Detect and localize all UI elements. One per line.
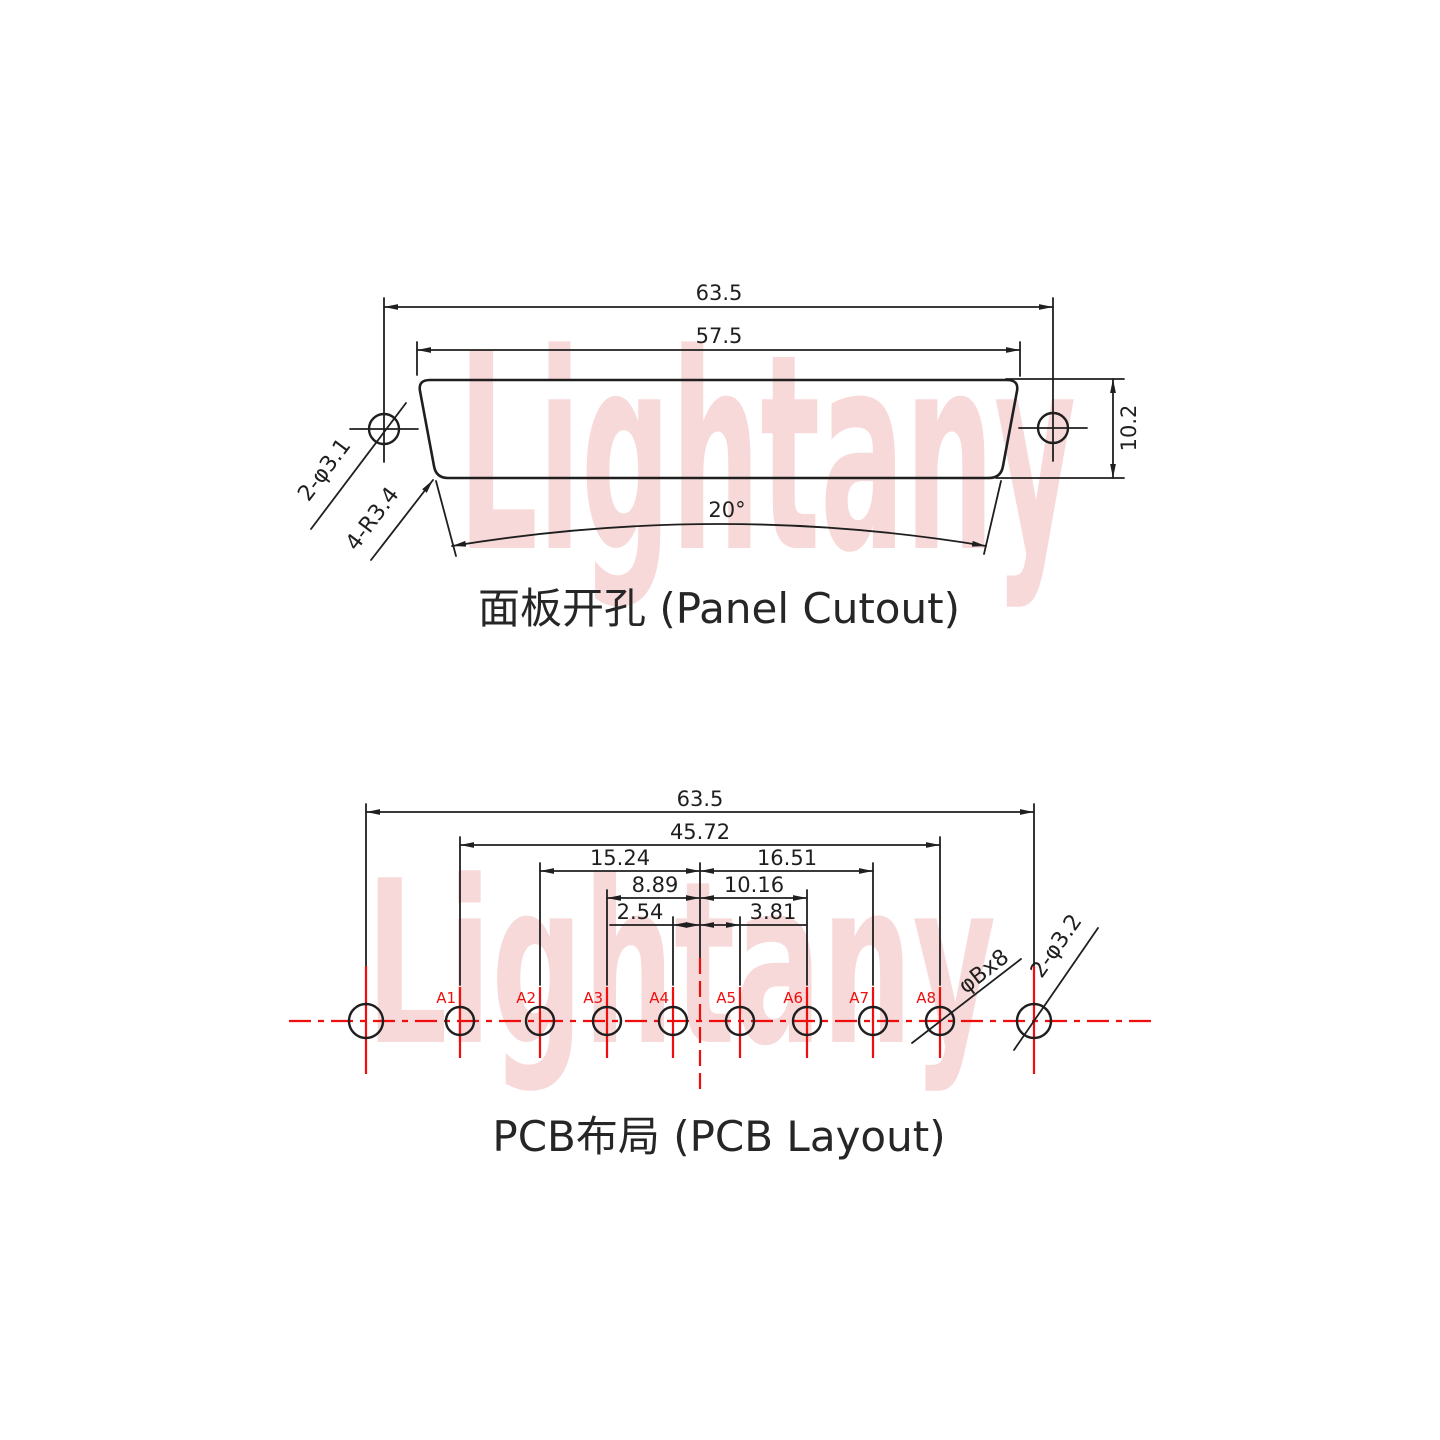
watermark-top: Lightany bbox=[458, 297, 1076, 613]
pin-labels: A1 A2 A3 A4 A5 A6 A7 A8 bbox=[436, 989, 936, 1007]
pin-label-a3: A3 bbox=[583, 989, 603, 1007]
angle-arc bbox=[451, 523, 987, 547]
dim-text-63-5: 63.5 bbox=[696, 281, 743, 305]
watermark-bottom: Lightany bbox=[366, 833, 996, 1096]
screw-hole-left bbox=[349, 412, 419, 446]
dim-slot-width: 57.5 bbox=[416, 324, 1021, 377]
slot-outline bbox=[418, 378, 1019, 480]
dim-text-20deg: 20° bbox=[708, 498, 745, 522]
panel-cutout-title: 面板开孔 (Panel Cutout) bbox=[478, 584, 960, 633]
pin-hole-a4 bbox=[657, 1005, 689, 1037]
label-text-4-r3-4: 4-R3.4 bbox=[341, 483, 404, 556]
pin-label-a1: A1 bbox=[436, 989, 456, 1007]
pin-hole-a8 bbox=[924, 1005, 956, 1037]
pin-label-a4: A4 bbox=[649, 989, 669, 1007]
screw-hole-right bbox=[1018, 411, 1088, 445]
dim-pin-span: 45.72 bbox=[459, 820, 941, 986]
mount-hole-left bbox=[347, 1002, 385, 1040]
pin-label-a6: A6 bbox=[783, 989, 803, 1007]
pin-label-a8: A8 bbox=[916, 989, 936, 1007]
dim-row-3: 8.89 10.16 bbox=[606, 873, 808, 986]
label-text-2-phi3-2: 2-φ3.2 bbox=[1026, 910, 1087, 983]
leader-line bbox=[370, 479, 434, 561]
label-mount-holes: 2-φ3.2 bbox=[1013, 910, 1099, 1051]
dim-text-15-24: 15.24 bbox=[590, 846, 650, 870]
angle-extension-left bbox=[435, 480, 457, 557]
dim-text-8-89: 8.89 bbox=[632, 873, 679, 897]
dim-text-57-5: 57.5 bbox=[696, 324, 743, 348]
pin-holes bbox=[444, 1005, 956, 1037]
label-text-2-phi3-1: 2-φ3.1 bbox=[293, 434, 356, 506]
angle-extension-right bbox=[983, 480, 1002, 555]
pin-hole-a3 bbox=[591, 1005, 623, 1037]
pin-hole-a6 bbox=[791, 1005, 823, 1037]
pin-hole-a1 bbox=[444, 1005, 476, 1037]
pcb-layout-title: PCB布局 (PCB Layout) bbox=[492, 1112, 945, 1161]
dim-text-16-51: 16.51 bbox=[757, 846, 817, 870]
dim-mount-span: 63.5 bbox=[365, 787, 1035, 967]
pin-label-a2: A2 bbox=[516, 989, 536, 1007]
dim-row-4: 2.54 3.81 bbox=[609, 900, 807, 986]
pin-hole-a5 bbox=[724, 1005, 756, 1037]
leader-line bbox=[911, 958, 1022, 1044]
dim-text-10-2: 10.2 bbox=[1117, 405, 1141, 452]
leader-line bbox=[310, 402, 407, 530]
pin-hole-a7 bbox=[857, 1005, 889, 1037]
dim-text-45-72: 45.72 bbox=[670, 820, 730, 844]
dim-text-63-5: 63.5 bbox=[677, 787, 724, 811]
mount-hole-right bbox=[1015, 1002, 1053, 1040]
dim-text-2-54: 2.54 bbox=[617, 900, 664, 924]
dim-text-10-16: 10.16 bbox=[724, 873, 784, 897]
pin-label-a5: A5 bbox=[716, 989, 736, 1007]
label-corner-radius: 4-R3.4 bbox=[341, 479, 434, 561]
dim-slot-height: 10.2 bbox=[995, 378, 1141, 479]
dim-draft-angle: 20° bbox=[435, 480, 1002, 557]
dim-row-2: 15.24 16.51 bbox=[539, 846, 874, 986]
pin-hole-a2 bbox=[524, 1005, 556, 1037]
leader-line bbox=[1013, 927, 1099, 1051]
dim-text-3-81: 3.81 bbox=[750, 900, 797, 924]
pin-label-a7: A7 bbox=[849, 989, 869, 1007]
